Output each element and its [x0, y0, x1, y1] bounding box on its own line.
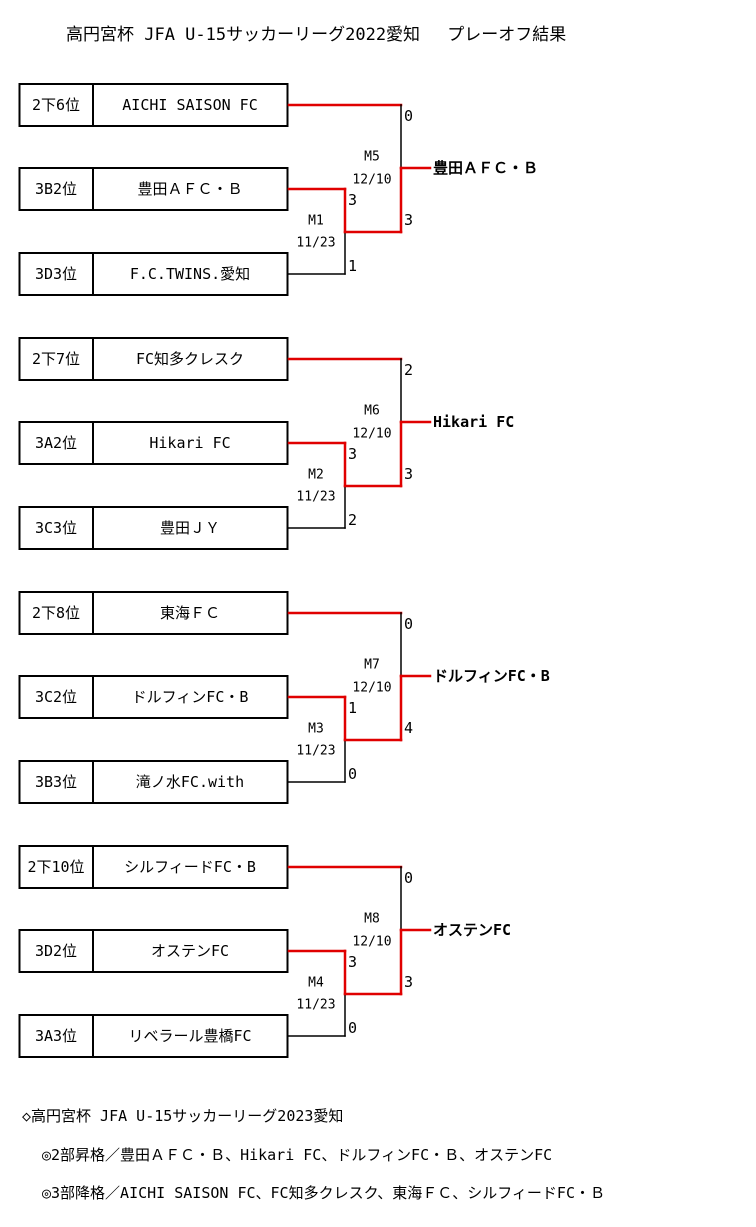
team-box [18, 1014, 289, 1058]
team-name: 東海ＦＣ [160, 604, 220, 622]
match-id: M1 [308, 214, 324, 229]
team-box [18, 83, 289, 127]
team-box [18, 845, 289, 889]
team-name: FC知多クレスク [136, 350, 244, 368]
match-score: 0 [404, 869, 413, 887]
footer-promotion: ◎2部昇格／豊田ＡＦＣ・Ｂ、Hikari FC、ドルフィンFC・Ｂ、オステンFC [42, 1146, 553, 1164]
team-name: シルフィードFC・B [124, 858, 256, 876]
footer-relegation: ◎3部降格／AICHI SAISON FC、FC知多クレスク、東海ＦＣ、シルフィ… [42, 1184, 605, 1202]
page-title: 高円宮杯 JFA U-15サッカーリーグ2022愛知 プレーオフ結果 [66, 25, 567, 45]
team-rank: 2下10位 [27, 858, 84, 876]
team-name: ドルフィンFC・B [132, 688, 249, 706]
footer-heading: ◇高円宮杯 JFA U-15サッカーリーグ2023愛知 [22, 1107, 344, 1125]
team-rank: 3C3位 [35, 519, 77, 537]
match-score: 3 [404, 211, 413, 229]
match-score: 4 [404, 719, 413, 737]
winner-label: Hikari FC [433, 413, 514, 431]
match-date: 11/23 [296, 236, 335, 251]
match-id: M5 [364, 150, 380, 165]
team-name: F.C.TWINS.愛知 [130, 265, 250, 283]
team-rank: 2下7位 [32, 350, 80, 368]
team-name: リベラール豊橋FC [128, 1027, 251, 1045]
winner-label: 豊田ＡＦＣ・Ｂ [433, 159, 538, 177]
match-score: 3 [348, 953, 357, 971]
match-score: 0 [404, 615, 413, 633]
match-score: 3 [404, 465, 413, 483]
team-rank: 3A3位 [35, 1027, 77, 1045]
match-score: 0 [348, 765, 357, 783]
match-date: 12/10 [352, 427, 391, 442]
match-score: 2 [348, 511, 357, 529]
team-box [18, 591, 289, 635]
match-score: 1 [348, 257, 357, 275]
team-box [18, 252, 289, 296]
team-rank: 3D2位 [35, 942, 77, 960]
match-id: M2 [308, 468, 324, 483]
match-score: 1 [348, 699, 357, 717]
team-rank: 3D3位 [35, 265, 77, 283]
team-name: AICHI SAISON FC [122, 96, 257, 114]
match-id: M8 [364, 912, 380, 927]
match-date: 11/23 [296, 490, 335, 505]
team-box [18, 675, 289, 719]
match-date: 12/10 [352, 173, 391, 188]
match-score: 0 [404, 107, 413, 125]
match-score: 2 [404, 361, 413, 379]
match-date: 12/10 [352, 681, 391, 696]
match-id: M3 [308, 722, 324, 737]
match-date: 12/10 [352, 935, 391, 950]
match-id: M7 [364, 658, 380, 673]
team-rank: 2下8位 [32, 604, 80, 622]
team-rank: 2下6位 [32, 96, 80, 114]
match-score: 3 [404, 973, 413, 991]
team-rank: 3B3位 [35, 773, 77, 791]
team-name: 豊田ＡＦＣ・Ｂ [137, 180, 242, 198]
match-id: M4 [308, 976, 324, 991]
team-box [18, 506, 289, 550]
team-rank: 3B2位 [35, 180, 77, 198]
match-score: 0 [348, 1019, 357, 1037]
winner-label: ドルフィンFC・B [433, 667, 550, 685]
team-rank: 3C2位 [35, 688, 77, 706]
winner-label: オステンFC [433, 921, 511, 939]
match-id: M6 [364, 404, 380, 419]
team-name: 豊田ＪＹ [160, 519, 220, 537]
match-score: 3 [348, 445, 357, 463]
team-box [18, 337, 289, 381]
team-box [18, 760, 289, 804]
team-name: 滝ノ水FC.with [136, 773, 244, 791]
team-name: オステンFC [151, 942, 229, 960]
team-name: Hikari FC [149, 434, 230, 452]
match-score: 3 [348, 191, 357, 209]
team-rank: 3A2位 [35, 434, 77, 452]
match-date: 11/23 [296, 744, 335, 759]
team-box [18, 421, 289, 465]
match-date: 11/23 [296, 998, 335, 1013]
team-box [18, 167, 289, 211]
team-box [18, 929, 289, 973]
